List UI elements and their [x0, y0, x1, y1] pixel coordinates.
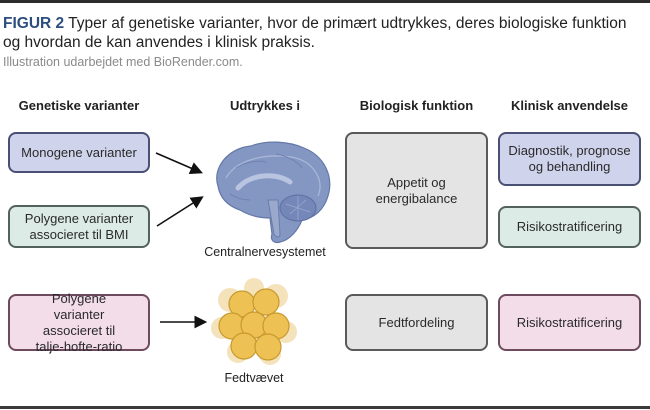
- variant-label: Monogene varianter: [21, 144, 137, 160]
- arrow-polygene-bmi-to-brain: [156, 196, 204, 227]
- clinical-label: Diagnostik, prognose og behandling: [508, 143, 631, 174]
- column-header-expressed: Udtrykkes i: [229, 98, 301, 113]
- clinical-label: Risikostratificering: [516, 314, 623, 330]
- column-header-clinical: Klinisk anvendelse: [510, 98, 629, 113]
- function-label: Appetit og energibalance: [375, 174, 458, 206]
- variant-label: Polygene varianter associeret til BMI: [24, 210, 134, 242]
- function-label: Fedtfordeling: [378, 314, 455, 330]
- clinical-box-risk-whr: Risikostratificering: [498, 294, 641, 351]
- column-header-genetic: Genetiske varianter: [18, 98, 140, 113]
- variant-box-polygene-whr: Polygene varianter associeret til talje-…: [8, 291, 150, 354]
- clinical-box-risk-bmi: Risikostratificering: [498, 206, 641, 248]
- clinical-box-diagnostics: Diagnostik, prognose og behandling: [498, 132, 641, 186]
- clinical-label: Risikostratificering: [516, 219, 623, 234]
- variant-box-monogene: Monogene varianter: [8, 132, 150, 173]
- brain-icon: [216, 141, 331, 244]
- caption-text: Typer af genetiske varianter, hvor de pr…: [3, 15, 627, 51]
- variant-label: Polygene varianter associeret til talje-…: [35, 290, 123, 354]
- figure-label: FIGUR 2: [3, 15, 65, 32]
- column-header-function: Biologisk funktion: [359, 98, 474, 113]
- tissue-label-cns: Centralnervesystemet: [204, 245, 326, 259]
- variant-box-polygene-bmi: Polygene varianter associeret til BMI: [8, 205, 150, 248]
- illustration-credit: Illustration udarbejdet med BioRender.co…: [3, 55, 243, 69]
- tissue-label-adipose: Fedtvævet: [224, 371, 284, 385]
- adipose-tissue-icon: [211, 278, 297, 365]
- top-rule: [0, 0, 650, 3]
- function-box-fat-distribution: Fedtfordeling: [345, 294, 488, 351]
- figure-caption: FIGUR 2 Typer af genetiske varianter, hv…: [3, 14, 643, 52]
- arrow-monogene-to-brain: [155, 152, 203, 175]
- function-box-appetite: Appetit og energibalance: [345, 132, 488, 249]
- bottom-rule: [0, 406, 650, 409]
